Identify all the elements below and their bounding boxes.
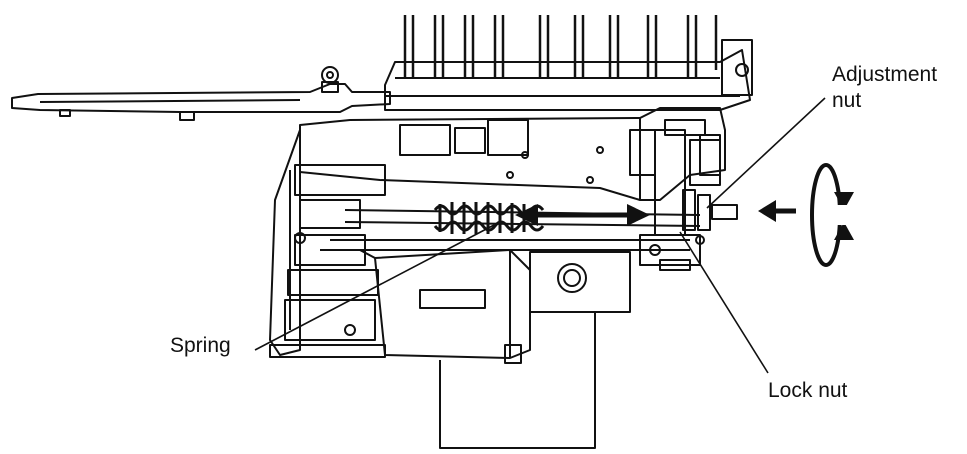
lock-nut-label: Lock nut bbox=[768, 379, 848, 402]
callout-lines bbox=[254, 97, 826, 374]
vertical-rods bbox=[403, 15, 718, 78]
right-column bbox=[639, 119, 738, 271]
left-arm bbox=[11, 66, 391, 121]
motor bbox=[269, 249, 631, 364]
adjustment-nut-label-line2: nut bbox=[832, 89, 862, 113]
base-stand bbox=[439, 312, 596, 449]
left-side-plate bbox=[269, 129, 386, 356]
push-arrow-icon bbox=[758, 200, 796, 222]
double-arrow-icon bbox=[515, 204, 650, 226]
top-carriage bbox=[384, 39, 753, 111]
adjustment-nut-label: Adjustment nut bbox=[832, 62, 937, 115]
rotation-arrow-icon bbox=[810, 163, 854, 267]
spring-label: Spring bbox=[170, 334, 231, 357]
main-housing bbox=[299, 107, 726, 201]
adjustment-nut-label-line1: Adjustment bbox=[832, 63, 938, 86]
spring-assembly bbox=[320, 202, 701, 251]
